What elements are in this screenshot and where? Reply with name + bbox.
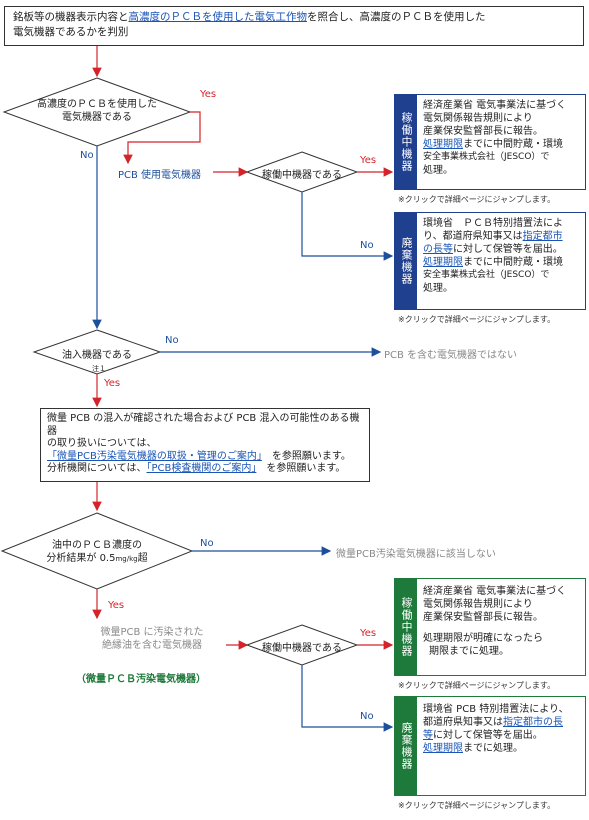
card-disposed-1-note: ※クリックで詳細ページにジャンプします。	[398, 315, 556, 324]
start-text-3: 電気機器であるかを判別	[13, 26, 129, 38]
card-disposed-1-body: 環境省 ＰＣＢ特別措置法によ り、都道府県知事又は指定都市 の長等に対して保管等…	[423, 217, 585, 295]
card-active-1-body: 経済産業省 電気事業法に基づく 電気関係報告規則により 産業保安監督部長に報告。…	[423, 99, 585, 177]
arrow-q1-yes	[123, 111, 201, 165]
q1-line1: 高濃度のＰＣＢを使用した	[37, 99, 157, 110]
arrow-op2-no	[301, 665, 394, 732]
designated-city-link-1a[interactable]: 指定都市	[522, 231, 563, 242]
card-active-1-line4: までに中間貯蔵・環境	[463, 139, 563, 150]
trace-pcb-guide-link[interactable]: 「微量PCB汚染電気機器の取扱・管理のご案内」	[47, 450, 262, 462]
q3-yes-label: Yes	[108, 600, 125, 611]
q3-unit: mg/kg	[115, 555, 138, 563]
op1-no-label: No	[360, 240, 374, 251]
info-line4: 分析機関については、	[47, 463, 147, 474]
op2-yes-label: Yes	[360, 628, 377, 639]
card-active-1-note: ※クリックで詳細ページにジャンプします。	[398, 195, 556, 204]
start-text-2: を照合し、高濃度のＰＣＢを使用した	[307, 11, 486, 23]
card-active-1[interactable]: 稼働中機器 経済産業省 電気事業法に基づく 電気関係報告規則により 産業保安監督…	[394, 94, 586, 190]
q2-no-label: No	[165, 335, 179, 346]
not-trace-pcb-device: 微量PCB汚染電気機器に該当しない	[336, 549, 496, 560]
card-disposed-1[interactable]: 廃棄機器 環境省 ＰＣＢ特別措置法によ り、都道府県知事又は指定都市 の長等に対…	[394, 212, 586, 310]
card-disposed-2[interactable]: 廃棄機器 環境省 PCB 特別措置法により、 都道府県知事又は指定都市の長 等に…	[394, 696, 586, 796]
info-line1: 微量 PCB の混入が確認された場合および PCB 混入の可能性のある機器	[47, 413, 360, 437]
trace-device-category: （微量ＰＣＢ汚染電気機器）	[76, 674, 206, 685]
arrow-op1-no	[301, 192, 394, 261]
deadline-link-3[interactable]: 処理期限	[423, 743, 463, 754]
info-line4-rest: を参照願います。	[266, 463, 346, 474]
pcb-equipment-link[interactable]: 高濃度のＰＣＢを使用した電気工作物	[128, 11, 308, 23]
card-active-2-line5: 期限までに処理。	[429, 646, 509, 657]
designated-city-link-1b[interactable]: の長等	[423, 244, 453, 255]
card-active-2-tab: 稼働中機器	[395, 579, 417, 675]
trace-device-line1: 微量PCB に汚染された	[100, 627, 204, 638]
card-disposed-1-line5: 安全事業株式会社（JESCO）で	[423, 270, 550, 280]
op1-yes-label: Yes	[360, 155, 377, 166]
info-line2: の取り扱いについては、	[47, 438, 157, 449]
card-disposed-2-line1: 環境省 PCB 特別措置法により、	[423, 704, 569, 715]
start-text-1: 銘板等の機器表示内容と	[13, 11, 129, 23]
pcb-device-label: PCB 使用電気機器	[118, 170, 202, 181]
q2-label: 油入機器である	[62, 350, 132, 361]
q3-label: 油中のＰＣＢ濃度の 分析結果が 0.5mg/kg超	[30, 539, 164, 566]
op1-label: 稼働中機器である	[262, 170, 342, 181]
pcb-lab-link[interactable]: 「PCB検査機関のご案内」	[146, 463, 257, 474]
trace-pcb-info-box: 微量 PCB の混入が確認された場合および PCB 混入の可能性のある機器 の取…	[40, 408, 370, 482]
card-active-2-note: ※クリックで詳細ページにジャンプします。	[398, 681, 556, 690]
card-disposed-1-line2: り、都道府県知事又は	[423, 231, 523, 242]
card-active-2-body: 経済産業省 電気事業法に基づく 電気関係報告規則により 産業保安監督部長に報告。…	[423, 585, 585, 658]
op2-label: 稼働中機器である	[262, 643, 342, 654]
q2-yes-label: Yes	[104, 378, 121, 389]
start-box: 銘板等の機器表示内容と高濃度のＰＣＢを使用した電気工作物を照合し、高濃度のＰＣＢ…	[4, 6, 584, 46]
card-active-1-line6: 処理。	[423, 165, 453, 176]
trace-device-label: 微量PCB に汚染された 絶縁油を含む電気機器	[74, 626, 230, 652]
q1-yes-label: Yes	[200, 89, 217, 100]
card-active-1-line1: 経済産業省 電気事業法に基づく	[423, 100, 567, 111]
card-active-2-line2: 電気関係報告規則により	[423, 599, 533, 610]
card-active-1-line3: 産業保安監督部長に報告。	[423, 126, 543, 137]
card-disposed-1-line3: に対して保管等を届出。	[453, 244, 563, 255]
q1-label: 高濃度のＰＣＢを使用した 電気機器である	[30, 98, 164, 124]
card-disposed-2-tab: 廃棄機器	[395, 697, 417, 795]
card-active-2-line4: 処理期限が明確になったら	[423, 633, 543, 644]
card-active-2-line3: 産業保安監督部長に報告。	[423, 612, 543, 623]
card-disposed-1-line1: 環境省 ＰＣＢ特別措置法によ	[423, 218, 563, 229]
deadline-link-1[interactable]: 処理期限	[423, 139, 463, 150]
card-disposed-2-body: 環境省 PCB 特別措置法により、 都道府県知事又は指定都市の長 等に対して保管…	[423, 703, 585, 755]
deadline-link-2[interactable]: 処理期限	[423, 257, 463, 268]
q2-footnote: 注１	[92, 365, 106, 373]
card-disposed-1-tab: 廃棄機器	[395, 213, 417, 309]
card-disposed-2-line4: までに処理。	[463, 743, 523, 754]
card-active-2-line1: 経済産業省 電気事業法に基づく	[423, 586, 567, 597]
card-disposed-2-note: ※クリックで詳細ページにジャンプします。	[398, 801, 556, 810]
designated-city-link-2a[interactable]: 指定都市の長	[503, 717, 563, 728]
card-active-1-line5: 安全事業株式会社（JESCO）で	[423, 152, 550, 162]
q1-line2: 電気機器である	[62, 112, 132, 123]
designated-city-link-2b[interactable]: 等	[423, 730, 433, 741]
card-disposed-2-line3: に対して保管等を届出。	[433, 730, 543, 741]
q1-no-label: No	[80, 150, 94, 161]
info-line3: を参照願います。	[271, 450, 351, 462]
op2-no-label: No	[360, 711, 374, 722]
card-active-1-line2: 電気関係報告規則により	[423, 113, 533, 124]
card-active-1-tab: 稼働中機器	[395, 95, 417, 189]
card-disposed-1-line6: 処理。	[423, 283, 453, 294]
card-disposed-1-line4: までに中間貯蔵・環境	[463, 257, 563, 268]
q3-line2-b: 超	[137, 553, 148, 564]
q3-line2: 分析結果が 0.5	[46, 553, 116, 564]
card-disposed-2-line2: 都道府県知事又は	[423, 717, 503, 728]
not-pcb-device: PCB を含む電気機器ではない	[384, 350, 518, 361]
q3-line1: 油中のＰＣＢ濃度の	[52, 540, 142, 551]
trace-device-line2: 絶縁油を含む電気機器	[102, 640, 202, 651]
q3-no-label: No	[200, 538, 214, 549]
card-active-2[interactable]: 稼働中機器 経済産業省 電気事業法に基づく 電気関係報告規則により 産業保安監督…	[394, 578, 586, 676]
